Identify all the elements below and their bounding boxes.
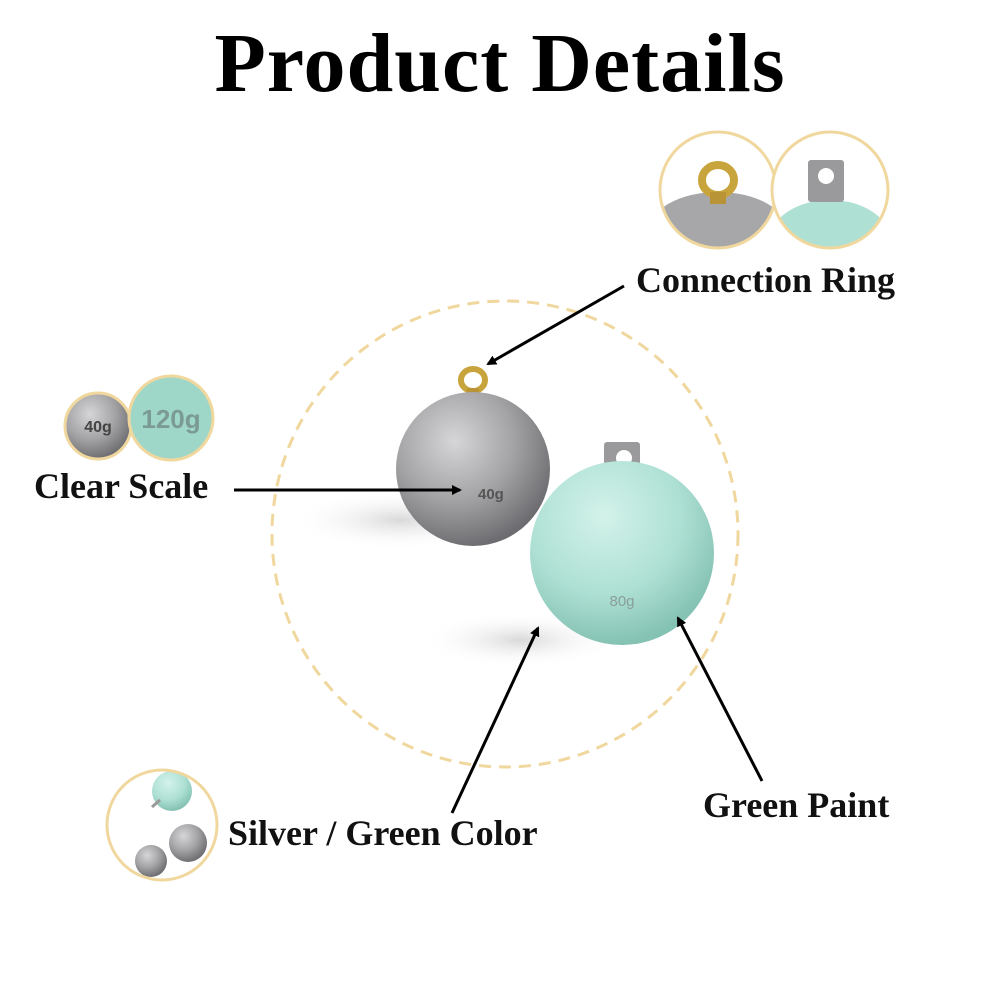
inset-silver-weight: 40g [84, 419, 112, 436]
green-ball-weight: 80g [609, 593, 634, 610]
arrow-color [450, 626, 540, 814]
arrow-connection-ring [486, 284, 625, 366]
clear-scale-inset-silver: 40g [63, 391, 133, 461]
connection-ring-inset-brass [658, 130, 778, 250]
color-variants-inset [105, 768, 219, 882]
green-ball: 80g [530, 442, 714, 645]
label-color: Silver / Green Color [228, 813, 538, 853]
inset-green-weight: 120g [141, 404, 200, 434]
label-green-paint: Green Paint [703, 785, 890, 825]
dashed-highlight-ring [270, 299, 740, 769]
arrow-green-paint [676, 616, 764, 782]
connection-ring-inset-tab [770, 130, 890, 250]
label-connection-ring: Connection Ring [636, 260, 896, 300]
silver-ball-weight: 40g [478, 486, 504, 503]
label-clear-scale: Clear Scale [34, 466, 209, 506]
page-title: Product Details [214, 17, 786, 110]
silver-ball: 40g [396, 366, 550, 546]
clear-scale-inset-green: 120g [127, 374, 215, 462]
